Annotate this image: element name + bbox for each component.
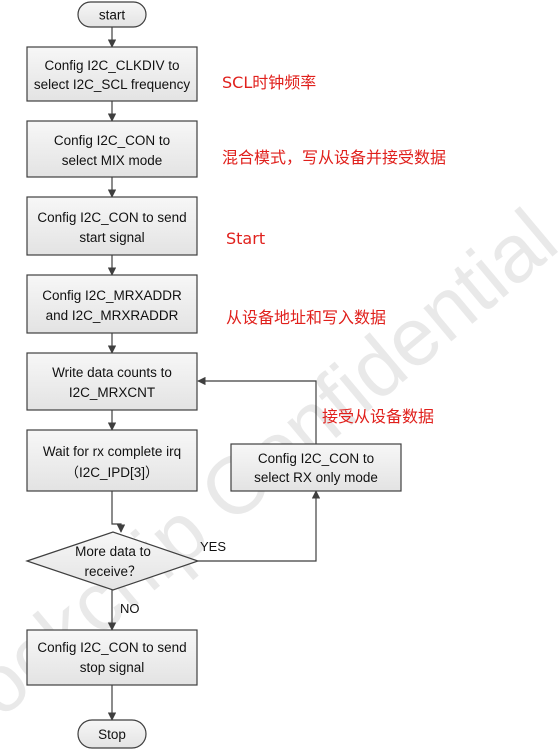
decision-line1: More data to: [75, 544, 151, 559]
addr-line2: and I2C_MRXRADDR: [46, 308, 179, 323]
mix-line1: Config I2C_CON to: [54, 133, 170, 148]
step-send-stop-signal: Config I2C_CON to send stop signal: [26, 629, 198, 686]
arrow-decision-yes: [198, 490, 321, 562]
annotation-start: Start: [226, 229, 265, 248]
annotation-addr: 从设备地址和写入数据: [226, 308, 386, 327]
step-config-rx-only: Config I2C_CON to select RX only mode: [230, 443, 402, 492]
start-signal-line2: start signal: [79, 230, 144, 245]
start-signal-line1: Config I2C_CON to send: [37, 210, 186, 225]
decision-more-data: More data to receive？: [25, 531, 200, 591]
annotation-mix-mode: 混合模式，写从设备并接受数据: [222, 148, 446, 167]
wait-line2: （I2C_IPD[3]）: [65, 465, 158, 480]
connectors: [107, 27, 321, 721]
clkdiv-line2: select I2C_SCL frequency: [34, 77, 191, 92]
step-config-clkdiv: Config I2C_CLKDIV to select I2C_SCL freq…: [26, 46, 198, 102]
step-write-counts: Write data counts to I2C_MRXCNT: [26, 352, 198, 411]
stop-label: Stop: [98, 727, 126, 742]
stop-signal-line2: stop signal: [80, 660, 145, 675]
stop-signal-line1: Config I2C_CON to send: [37, 640, 186, 655]
start-terminal: start: [77, 1, 147, 28]
stop-terminal: Stop: [77, 719, 147, 749]
clkdiv-line1: Config I2C_CLKDIV to: [44, 58, 179, 73]
rx-only-line2: select RX only mode: [254, 470, 378, 485]
step-wait-rx-irq: Wait for rx complete irq （I2C_IPD[3]）: [26, 429, 198, 492]
addr-line1: Config I2C_MRXADDR: [42, 288, 182, 303]
start-label: start: [99, 8, 126, 23]
annotation-clkdiv: SCL时钟频率: [222, 73, 316, 92]
branch-no-label: NO: [120, 601, 140, 616]
step-config-addr: Config I2C_MRXADDR and I2C_MRXRADDR: [26, 274, 198, 334]
wait-line1: Wait for rx complete irq: [43, 444, 181, 459]
counts-line2: I2C_MRXCNT: [69, 385, 155, 400]
decision-line2: receive？: [84, 564, 141, 579]
branch-yes-label: YES: [200, 539, 226, 554]
step-config-mix-mode: Config I2C_CON to select MIX mode: [26, 120, 198, 178]
annotation-rx-only: 接受从设备数据: [322, 407, 434, 426]
step-send-start-signal: Config I2C_CON to send start signal: [26, 196, 198, 256]
arrow-wait-to-decision: [111, 491, 126, 533]
counts-line1: Write data counts to: [52, 365, 172, 380]
rx-only-line1: Config I2C_CON to: [258, 451, 374, 466]
arrow-rxonly-to-counts: [197, 376, 317, 444]
mix-line2: select MIX mode: [62, 153, 163, 168]
